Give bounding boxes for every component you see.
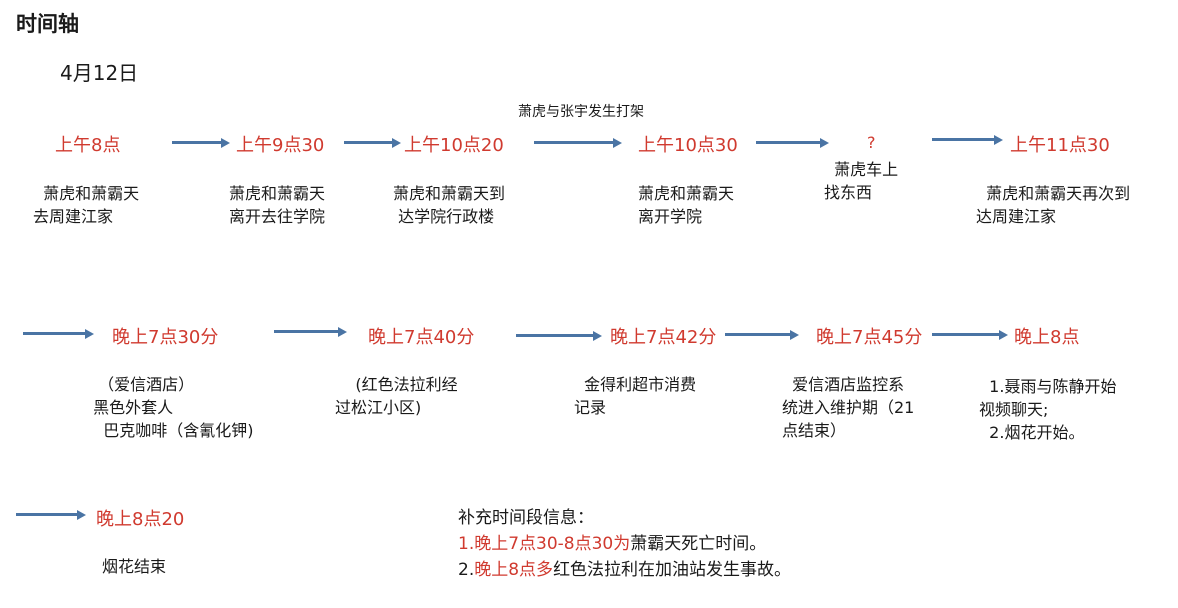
timeline-arrow	[344, 137, 401, 148]
supplement-block: 补充时间段信息： 1.晚上7点30-8点30为萧霸天死亡时间。 2.晚上8点多红…	[458, 505, 791, 583]
event-time: 上午10点20	[404, 135, 504, 156]
event-description: 烟花结束	[102, 557, 167, 576]
event-description: 1.聂雨与陈静开始 视频聊天; 2.烟花开始。	[979, 377, 1117, 442]
death-window: 1.晚上7点30-8点30为	[458, 534, 631, 554]
page-title: 时间轴	[16, 12, 79, 36]
timeline-arrow	[534, 137, 622, 148]
timeline-arrow	[725, 329, 799, 340]
timeline-arrow	[16, 509, 86, 520]
event-time: 晚上7点30分	[112, 327, 219, 348]
timeline-arrow	[516, 330, 602, 341]
event-time-unknown: ?	[867, 133, 876, 152]
date-label: 4月12日	[60, 61, 139, 85]
fight-note: 萧虎与张宇发生打架	[518, 104, 644, 120]
event-description: 萧虎和萧霸天 离开学院	[638, 184, 735, 226]
event-time: 晚上7点45分	[816, 327, 923, 348]
event-description: （爱信酒店） 黑色外套人 巴克咖啡（含氰化钾)	[93, 375, 254, 440]
event-description: 萧虎车上 找东西	[824, 160, 899, 202]
event-time: 晚上7点42分	[610, 327, 717, 348]
event-time: 上午11点30	[1010, 135, 1110, 156]
event-time: 晚上8点	[1014, 327, 1080, 348]
supplement-heading: 补充时间段信息：	[458, 508, 594, 528]
event-time: 晚上7点40分	[368, 327, 475, 348]
timeline-arrow	[172, 137, 230, 148]
event-description: 金得利超市消费 记录	[574, 375, 697, 417]
timeline-arrow	[274, 326, 347, 337]
event-description: 萧虎和萧霸天 去周建江家	[33, 184, 140, 226]
event-time: 晚上8点20	[96, 509, 185, 530]
event-description: 爱信酒店监控系 统进入维护期（21 点结束）	[782, 375, 915, 440]
event-description: (红色法拉利经 过松江小区)	[335, 375, 458, 417]
supplement-line-2: 2.晚上8点多红色法拉利在加油站发生事故。	[458, 560, 792, 580]
event-time: 上午9点30	[236, 135, 325, 156]
timeline-arrow	[932, 329, 1008, 340]
timeline-arrow	[932, 134, 1003, 145]
supplement-line-1: 1.晚上7点30-8点30为萧霸天死亡时间。	[458, 534, 767, 554]
event-time: 上午10点30	[638, 135, 738, 156]
event-description: 萧虎和萧霸天到 达学院行政楼	[393, 184, 506, 226]
accident-time: 晚上8点多	[474, 560, 554, 580]
event-description: 萧虎和萧霸天 离开去往学院	[229, 184, 326, 226]
timeline-arrow	[756, 137, 829, 148]
event-time: 上午8点	[55, 135, 121, 156]
timeline-arrow	[23, 328, 94, 339]
event-description: 萧虎和萧霸天再次到 达周建江家	[976, 184, 1131, 226]
